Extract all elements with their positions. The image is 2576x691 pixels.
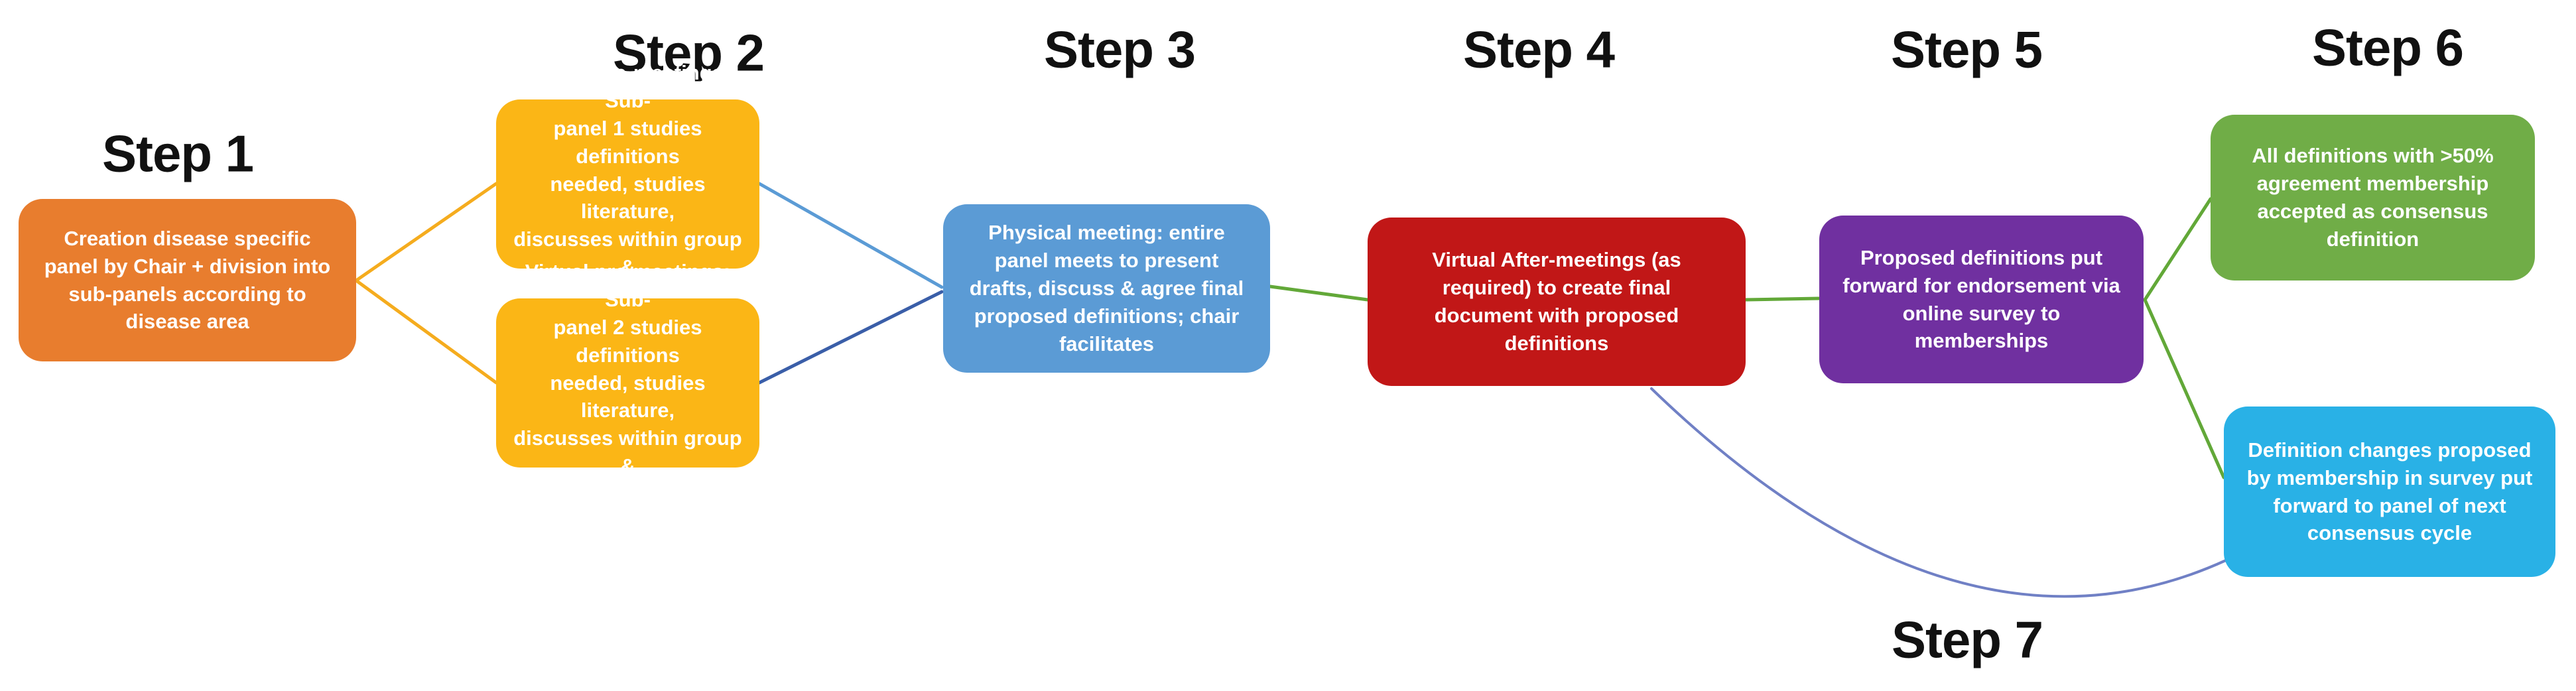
step-2-box-subpanel-2: Virtual pre-meetings: Sub- panel 2 studi… xyxy=(496,260,759,505)
step-7-label: Step 7 xyxy=(1891,610,2043,669)
step-6-label: Step 6 xyxy=(2311,18,2464,77)
step-7-box: Definition changes proposed by membershi… xyxy=(2224,407,2555,577)
connector-step5-to-step7 xyxy=(2143,298,2226,479)
connector-step4-to-step5 xyxy=(1744,296,1821,302)
step-3-box: Physical meeting: entire panel meets to … xyxy=(943,204,1270,373)
step-4-label: Step 4 xyxy=(1462,20,1615,79)
step-5-label: Step 5 xyxy=(1890,20,2043,79)
connector-step1-to-subpanel1 xyxy=(354,182,498,283)
step-7-box-text: Definition changes proposed by membershi… xyxy=(2246,438,2533,545)
step-4-box: Virtual After-meetings (as required) to … xyxy=(1368,218,1746,386)
step-3-label: Step 3 xyxy=(1043,20,1196,79)
connector-step1-to-subpanel2 xyxy=(354,279,498,385)
step-1-box-text: Creation disease specific panel by Chair… xyxy=(44,226,331,334)
connector-subpanel2-to-step3 xyxy=(757,290,944,385)
connector-step5-to-step6 xyxy=(2143,197,2213,302)
connector-step4-to-step7-curve xyxy=(1650,387,2227,598)
step-4-box-text: Virtual After-meetings (as required) to … xyxy=(1432,248,1681,355)
step-1-box: Creation disease specific panel by Chair… xyxy=(19,199,356,361)
step-1-label: Step 1 xyxy=(101,124,254,183)
step-2-box-subpanel-1: Virtual pre-meetings: Sub- panel 1 studi… xyxy=(496,61,759,306)
connector-subpanel1-to-step3 xyxy=(757,182,944,289)
step-3-box-text: Physical meeting: entire panel meets to … xyxy=(969,221,1244,355)
step-2-box-subpanel-1-text: Virtual pre-meetings: Sub- panel 1 studi… xyxy=(513,61,742,306)
step-5-box-text: Proposed definitions put forward for end… xyxy=(1842,245,2120,353)
step-6-box: All definitions with >50% agreement memb… xyxy=(2211,115,2535,281)
step-2-label: Step 2 xyxy=(612,23,765,82)
step-5-box: Proposed definitions put forward for end… xyxy=(1819,216,2144,383)
step-2-box-subpanel-2-text: Virtual pre-meetings: Sub- panel 2 studi… xyxy=(513,260,742,505)
connector-step3-to-step4 xyxy=(1268,284,1370,302)
step-6-box-text: All definitions with >50% agreement memb… xyxy=(2252,144,2494,251)
